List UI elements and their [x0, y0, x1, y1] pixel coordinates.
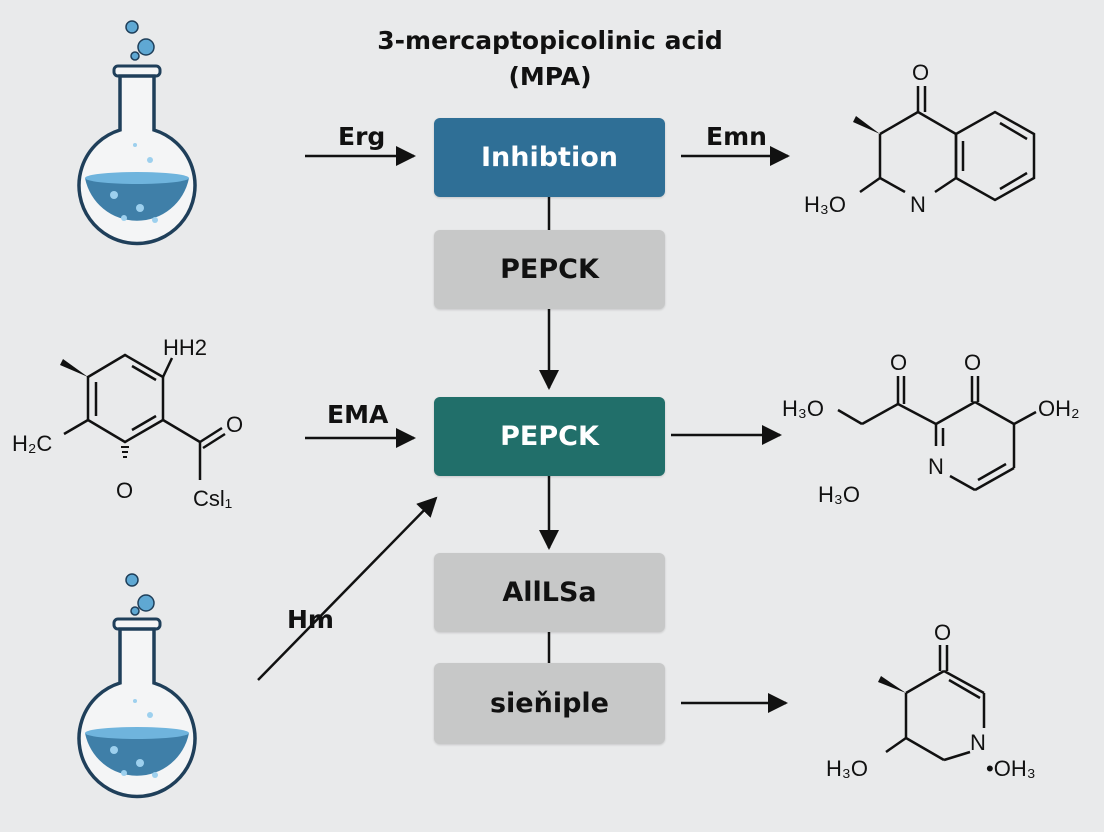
atom-label: H₃O [818, 482, 860, 507]
atom-label: H₃O [826, 756, 868, 781]
atom-label: O [890, 350, 907, 375]
molecule-left-middle: HH2 H₂C O O Csl₁ [12, 335, 243, 511]
pepck-teal-box: PEPCK [434, 397, 665, 476]
sieniple-box: sieňiple [434, 663, 665, 744]
atom-label: H₃O [804, 192, 846, 217]
molecule-right-top: O H₃O N [804, 60, 1036, 217]
molecule-right-bottom: O H₃O N •OH₃ [826, 620, 1036, 781]
flask-icon [77, 20, 197, 246]
atom-label: O [116, 478, 133, 503]
flow-arrows [257, 146, 790, 713]
atom-label: O [934, 620, 951, 645]
atom-label: O [226, 412, 243, 437]
pepck-gray-box: PEPCK [434, 230, 665, 309]
atom-label: N [910, 192, 926, 217]
arrow-label-emn: Emn [706, 122, 767, 151]
atom-label: N [928, 454, 944, 479]
arrow-label-erg: Erg [338, 122, 386, 151]
molecule-right-middle: O O H₃O OH₂ N H₃O [782, 350, 1080, 507]
allsa-box: AllLSa [434, 553, 665, 632]
atom-label: O [964, 350, 981, 375]
atom-label: HH2 [163, 335, 207, 360]
diagram-subtitle: (MPA) [508, 62, 592, 91]
atom-label: •OH₃ [986, 756, 1036, 781]
inhibition-box: Inhibtion [434, 118, 665, 197]
atom-label: H₃O [782, 396, 824, 421]
atom-label: N [970, 730, 986, 755]
arrow-label-hm: Hm [287, 605, 334, 634]
arrow-hm [257, 496, 438, 681]
arrow-label-ema: EMA [327, 400, 389, 429]
diagram-title: 3-mercaptopicolinic acid [377, 26, 723, 55]
atom-label: Csl₁ [193, 486, 232, 511]
atom-label: H₂C [12, 431, 52, 456]
atom-label: OH₂ [1038, 396, 1080, 421]
flask-icon [77, 573, 197, 799]
atom-label: O [912, 60, 929, 85]
